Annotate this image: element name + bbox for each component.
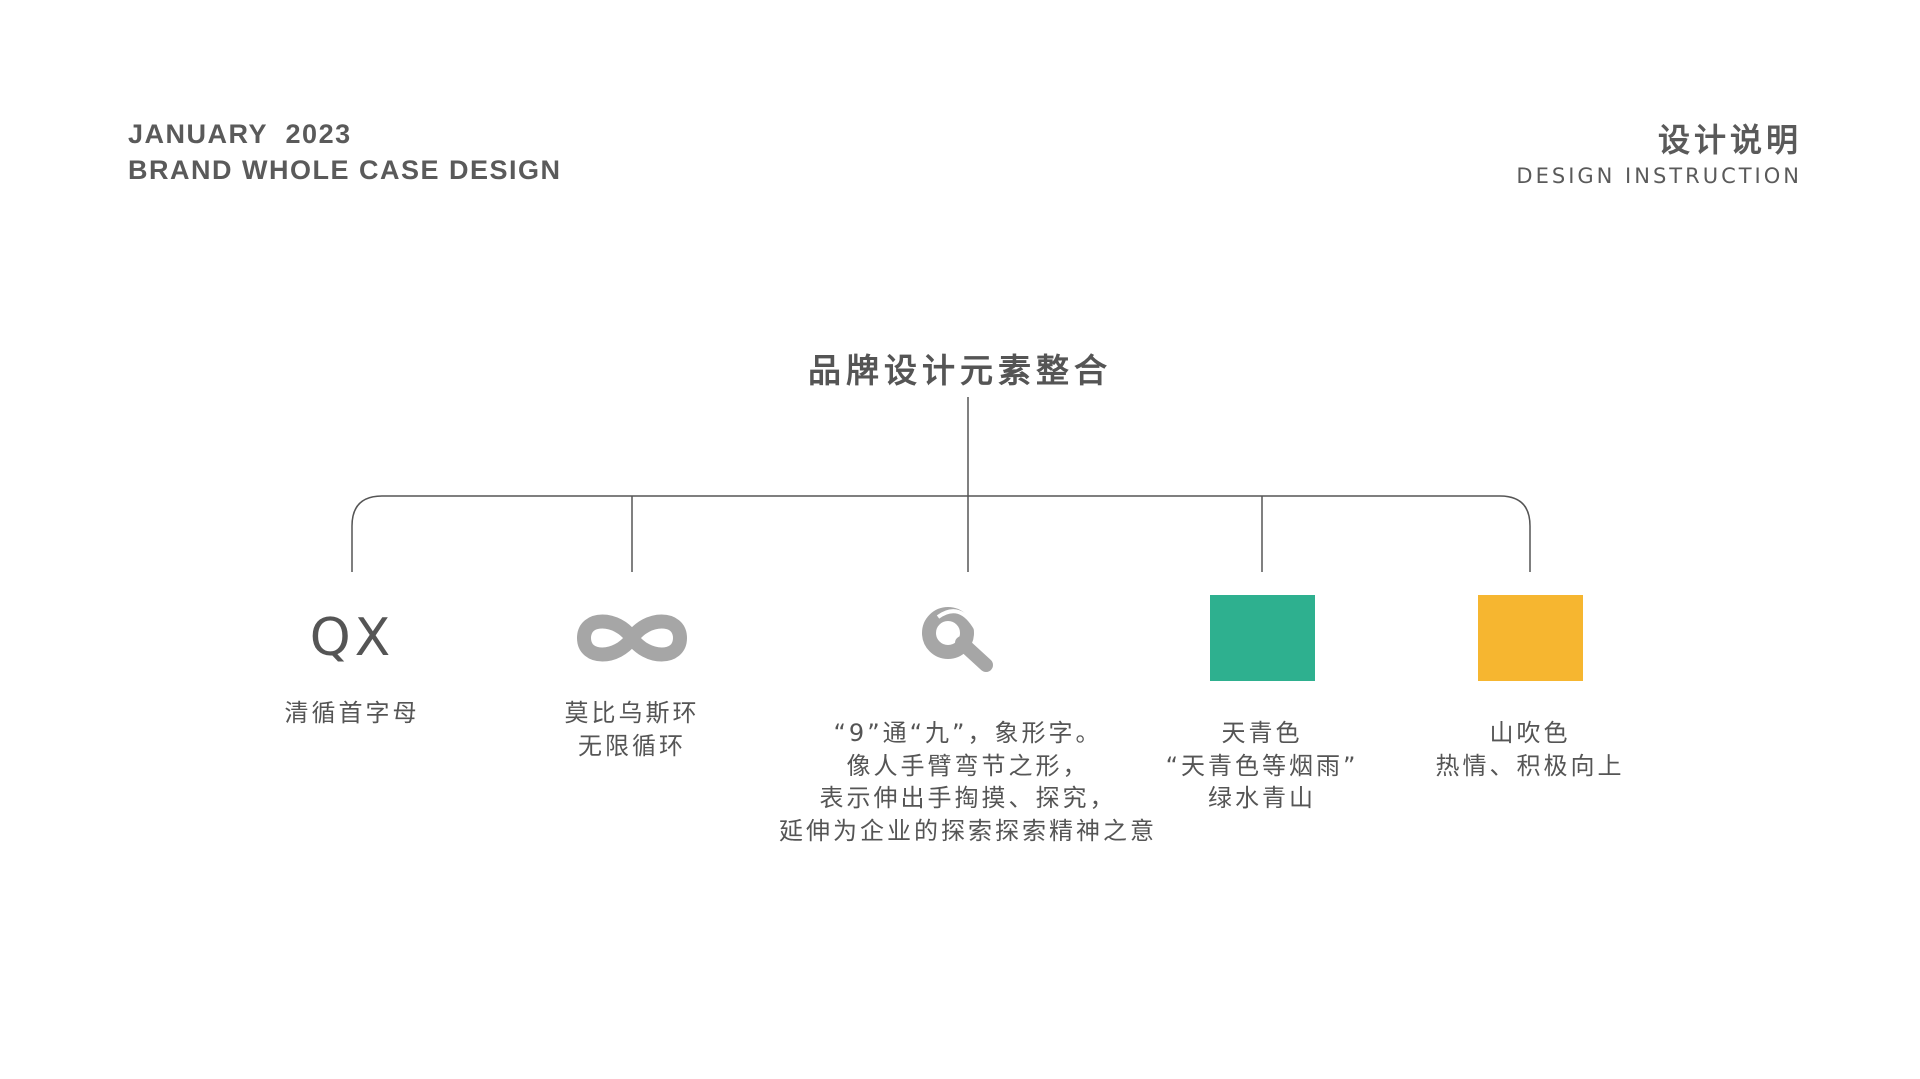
node-mobius-line-2: 无限循环 [578,731,686,760]
date-line: JANUARY 2023 [128,119,352,149]
header-right: 设计说明 DESIGN INSTRUCTION [1516,118,1802,190]
node-cyan-line-3: 绿水青山 [1208,784,1316,812]
yellow-color-swatch [1477,595,1583,681]
yellow-swatch-container [1460,595,1600,681]
infinity-icon [577,614,687,662]
node-cyan-line-1: 天青色 [1221,719,1303,747]
qx-mark-container: QX [282,595,422,681]
node-cyan-text: 天青色 “天青色等烟雨” 绿水青山 [1032,717,1492,815]
section-title-cn: 设计说明 [1657,121,1802,159]
qx-letters-icon: QX [309,608,395,668]
node-mountain-line-2: 热情、积极向上 [1435,751,1625,780]
node-initials-text: 清循首字母 [122,697,582,730]
node-nine-text: “9”通“九”，象形字。 像人手臂弯节之形， 表示伸出手掏摸、探究， 延伸为企业… [738,717,1198,847]
diagram-root-title: 品牌设计元素整合 [808,351,1112,390]
section-title-en: DESIGN INSTRUCTION [1516,164,1802,188]
cyan-swatch-container [1192,595,1332,681]
node-mobius-text: 莫比乌斯环 无限循环 [402,697,862,762]
node-nine-line-3: 表示伸出手掏摸、探究， [819,784,1117,812]
node-mountain-text: 山吹色 热情、积极向上 [1300,717,1760,782]
node-nine-line-1: “9”通“九”，象形字。 [833,719,1103,747]
node-nine-line-2: 像人手臂弯节之形， [846,751,1090,780]
header-left: JANUARY 2023 BRAND WHOLE CASE DESIGN [128,116,562,188]
nine-icon-container [898,595,1038,681]
brand-title: BRAND WHOLE CASE DESIGN [128,155,562,185]
mobius-icon-container [562,595,702,681]
node-cyan-line-2: “天青色等烟雨” [1165,751,1359,780]
cyan-color-swatch [1209,595,1315,681]
node-mobius-line-1: 莫比乌斯环 [564,699,700,727]
node-initials-line: 清循首字母 [284,699,420,727]
node-mountain-line-1: 山吹色 [1489,719,1571,747]
nine-symbol-icon [922,607,993,672]
branch-bar [351,495,1531,572]
node-nine-line-4: 延伸为企业的探索探索精神之意 [779,816,1157,845]
